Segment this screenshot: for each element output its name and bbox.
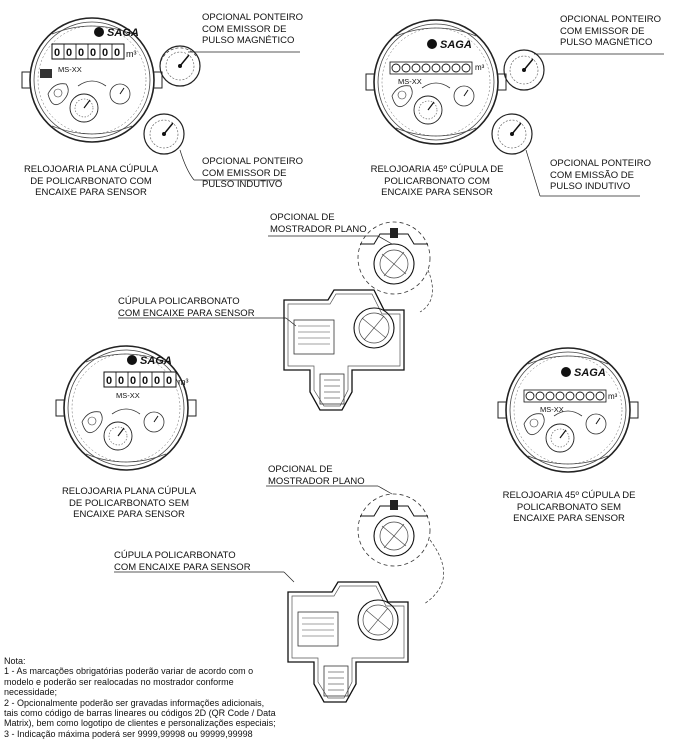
caption-mid-right: RELOJOARIA 45º CÚPULA DE POLICARBONATO S…	[502, 490, 636, 524]
callout-dome-1: CÚPULA POLICARBONATO COM ENCAIXE PARA SE…	[118, 296, 255, 319]
section-view-1	[118, 221, 433, 411]
counter-row-45	[389, 61, 473, 75]
caption-top-left: RELOJOARIA PLANA CÚPULA DE POLICARBONATO…	[23, 164, 159, 198]
callout-flat-display-1: OPCIONAL DE MOSTRADOR PLANO	[270, 212, 367, 235]
note-line: 3 - Indicação máxima poderá ser 9999,999…	[4, 728, 253, 739]
svg-text:0: 0	[118, 375, 124, 387]
notes-title: Nota:	[4, 656, 26, 666]
pointer-inset-inductive-left	[143, 113, 282, 181]
note-line: 1 - As marcações obrigatórias poderão va…	[4, 666, 254, 677]
svg-text:m³: m³	[608, 392, 618, 401]
pointer-inset-magnetic-right	[503, 49, 664, 91]
note-line: Matrix), bem como logotipo de clientes e…	[4, 718, 276, 729]
svg-text:0: 0	[154, 375, 160, 387]
brand-text: SAGA	[107, 27, 139, 39]
svg-text:0: 0	[66, 47, 72, 59]
note-line: 2 - Opcionalmente poderão ser gravadas i…	[4, 697, 265, 708]
notes-block: Nota: 1 - As marcações obrigatórias pode…	[4, 656, 276, 739]
callout-magnetic-left: OPCIONAL PONTEIRO COM EMISSOR DE PULSO M…	[202, 12, 303, 46]
model-label: MS-XX	[58, 65, 82, 74]
meter-mid-right: SAGA m³ MS-XX	[497, 347, 639, 473]
note-line: necessidade;	[4, 687, 58, 698]
meter-mid-left: SAGA 0 0 0 0 0 0 m³ MS-XX	[55, 345, 197, 471]
svg-text:0: 0	[102, 47, 108, 59]
svg-text:MS-XX: MS-XX	[116, 391, 140, 400]
caption-mid-left: RELOJOARIA PLANA CÚPULA DE POLICARBONATO…	[61, 486, 197, 520]
svg-text:m³: m³	[178, 377, 189, 387]
callout-flat-display-2: OPCIONAL DE MOSTRADOR PLANO	[268, 464, 365, 487]
svg-text:m³: m³	[475, 63, 485, 72]
svg-text:0: 0	[90, 47, 96, 59]
pointer-inset-magnetic-left	[159, 45, 300, 87]
svg-text:MS-XX: MS-XX	[540, 405, 564, 414]
svg-text:0: 0	[54, 47, 60, 59]
brand-text: SAGA	[440, 39, 472, 51]
svg-text:0: 0	[114, 47, 120, 59]
brand-logo: SAGA	[94, 27, 139, 39]
note-line: modelo e poderão ser realocadas no mostr…	[4, 676, 234, 687]
unit-label: m³	[126, 49, 137, 59]
brand-text: SAGA	[140, 355, 172, 367]
svg-text:SAGA: SAGA	[574, 367, 606, 379]
svg-text:0: 0	[166, 375, 172, 387]
callout-inductive-left: OPCIONAL PONTEIRO COM EMISSOR DE PULSO I…	[202, 156, 303, 190]
svg-text:0: 0	[142, 375, 148, 387]
callout-inductive-right: OPCIONAL PONTEIRO COM EMISSÃO DE PULSO I…	[550, 158, 651, 192]
svg-text:0: 0	[106, 375, 112, 387]
pointer-inset-inductive-right	[491, 113, 640, 197]
meter-top-right: SAGA m³ MS-XX	[365, 19, 507, 145]
meter-top-left: SAGA 0 0 0 0 0 0 m³ MS-XX	[21, 17, 163, 143]
callout-dome-2: CÚPULA POLICARBONATO COM ENCAIXE PARA SE…	[114, 550, 251, 573]
svg-text:0: 0	[78, 47, 84, 59]
note-line: tais como código de barras lineares ou c…	[4, 708, 276, 719]
svg-text:0: 0	[130, 375, 136, 387]
caption-top-right: RELOJOARIA 45º CÚPULA DE POLICARBONATO C…	[370, 164, 504, 198]
callout-magnetic-right: OPCIONAL PONTEIRO COM EMISSOR DE PULSO M…	[560, 14, 661, 48]
section-view-2	[114, 485, 444, 703]
svg-text:MS-XX: MS-XX	[398, 77, 422, 86]
counter-digits: 0 0 0 0 0 0	[106, 375, 172, 387]
counter-digits: 0 0 0 0 0 0	[54, 47, 120, 59]
